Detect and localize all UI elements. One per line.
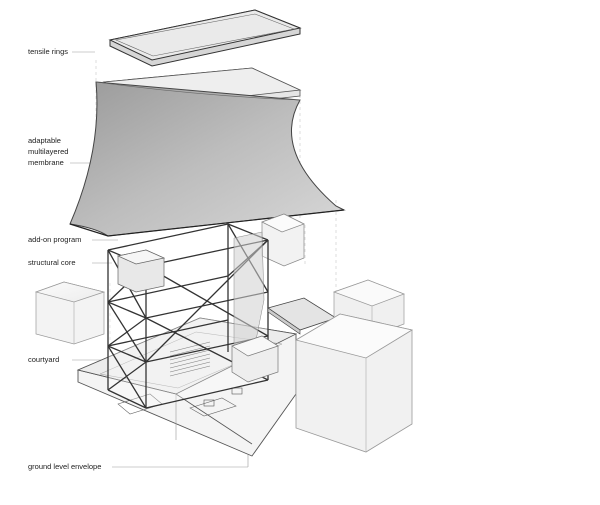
label-tensile-rings: tensile rings (28, 46, 68, 57)
label-courtyard: courtyard (28, 354, 59, 365)
label-adaptable-membrane: adaptable multilayered membrane (28, 135, 88, 168)
add-on-box-left (36, 282, 104, 344)
label-add-on-program: add-on program (28, 234, 81, 245)
adaptable-membrane (70, 82, 344, 236)
label-structural-core: structural core (28, 257, 76, 268)
label-ground-level-envelope: ground level envelope (28, 461, 101, 472)
add-on-box-core (118, 250, 164, 292)
add-on-box-right-large (296, 314, 412, 452)
